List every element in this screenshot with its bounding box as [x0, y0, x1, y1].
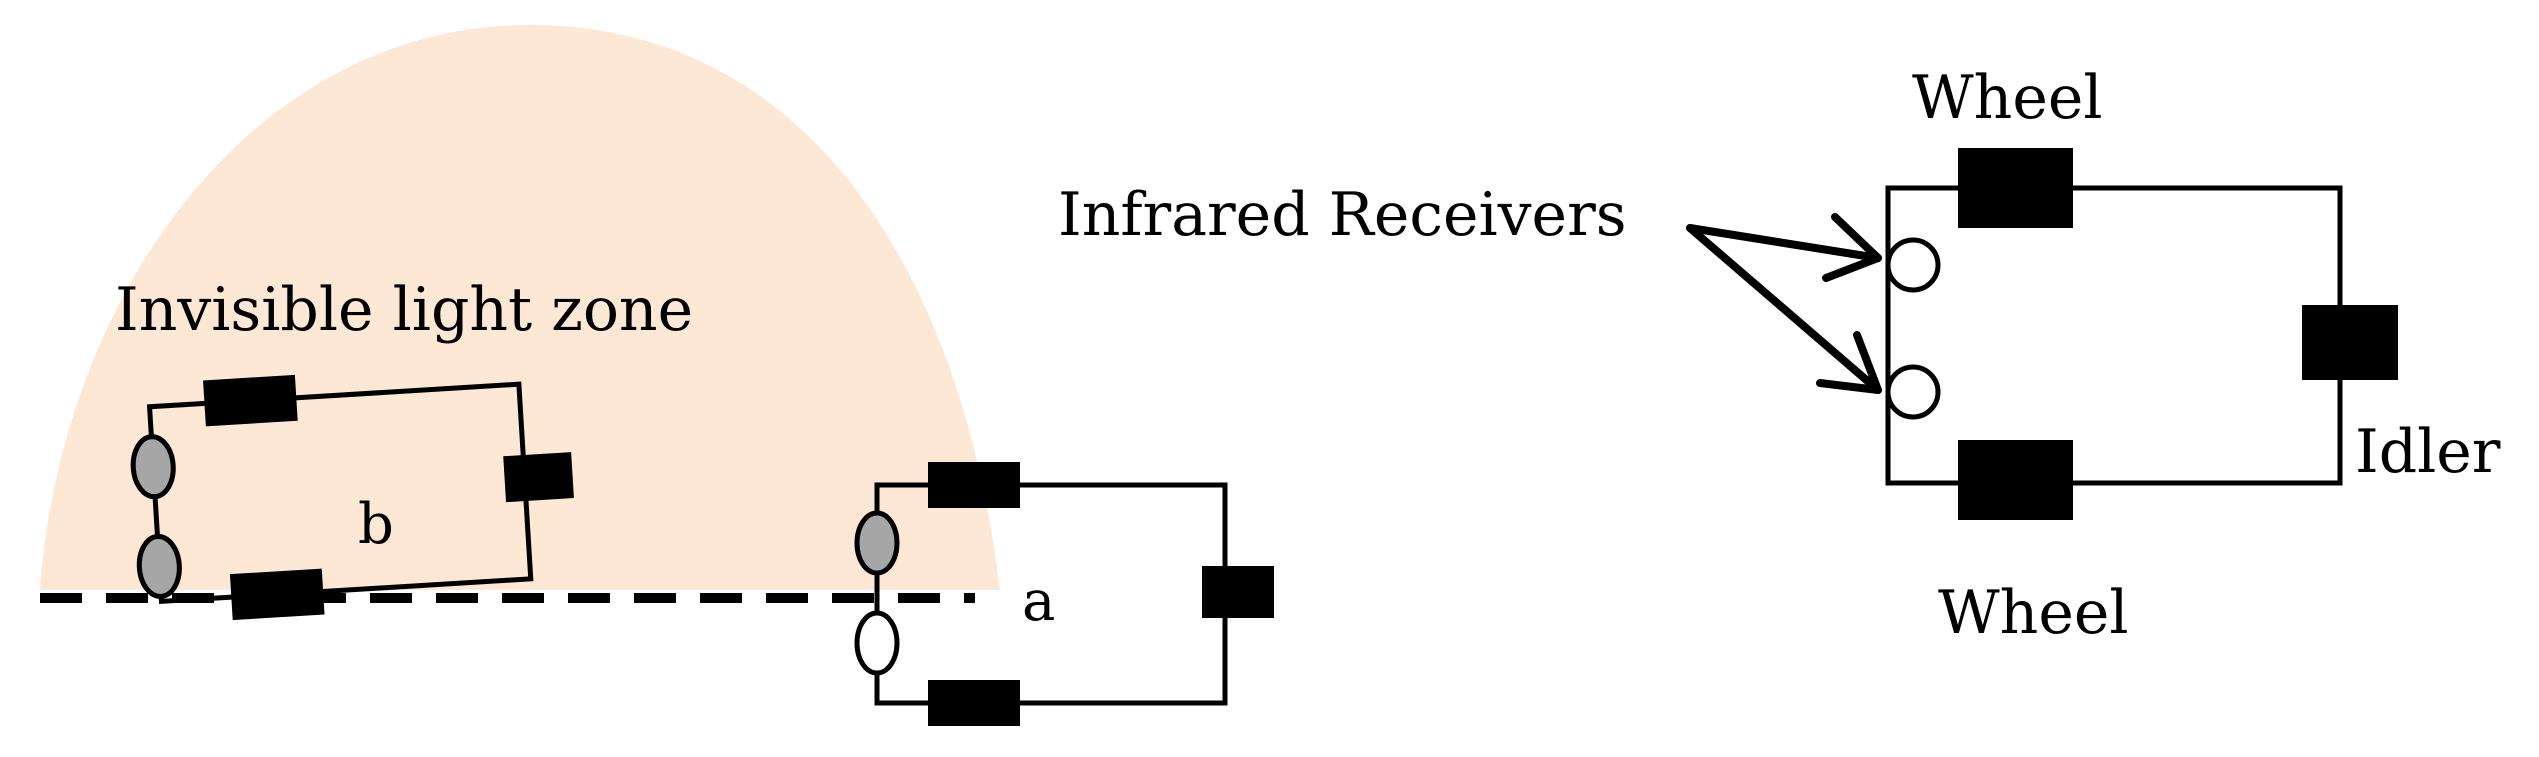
robot-a-receiver-upper — [854, 510, 900, 576]
wheel-top-label: Wheel — [1912, 63, 2103, 133]
robot-a-label: a — [1022, 569, 1055, 634]
robot-a — [854, 462, 1274, 726]
robot-a-receiver-lower — [854, 610, 900, 676]
robot-b-label: b — [358, 492, 394, 557]
reference-wheel-top — [1958, 148, 2073, 228]
reference-receiver-upper — [1885, 237, 1941, 293]
reference-idler — [2302, 305, 2398, 380]
reference-robot-body — [1885, 185, 2343, 486]
arrow-shaft-lower — [1686, 224, 1882, 394]
robot-a-wheel-bottom — [928, 680, 1020, 726]
infrared-receivers-label: Infrared Receivers — [1058, 180, 1627, 250]
robot-a-wheel-top — [928, 462, 1020, 508]
robot-b-receiver-upper — [130, 434, 176, 500]
idler-label: Idler — [2355, 417, 2501, 487]
robot-b-idler — [503, 452, 574, 503]
robot-b — [130, 374, 574, 621]
robot-b-receiver-lower — [136, 534, 182, 599]
wheel-bottom-label: Wheel — [1938, 578, 2129, 648]
robot-a-idler — [1202, 566, 1274, 618]
invisible-light-zone — [40, 25, 1000, 590]
arrow-shaft-upper — [1686, 224, 1882, 262]
arrow-head-upper — [1822, 213, 1882, 282]
zone-label: Invisible light zone — [115, 275, 693, 345]
reference-robot — [1885, 148, 2398, 520]
robot-b-wheel-top — [203, 374, 298, 427]
reference-receiver-lower — [1885, 364, 1941, 420]
receiver-pointer-arrows — [1686, 213, 1882, 394]
reference-wheel-bottom — [1958, 440, 2073, 520]
arrow-head-lower — [1816, 331, 1882, 394]
